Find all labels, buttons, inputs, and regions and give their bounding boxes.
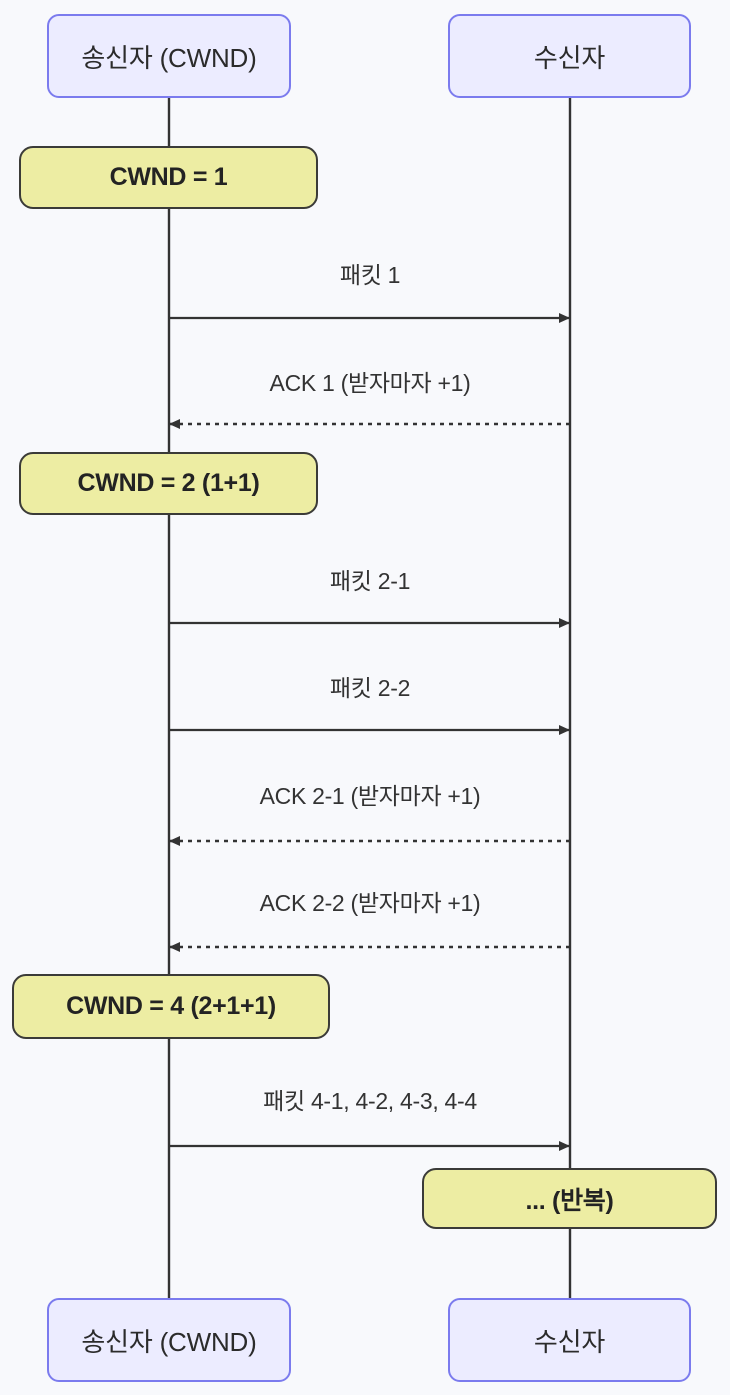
lifelines <box>167 98 572 1298</box>
participant-sender-bottom[interactable]: 송신자 (CWND) <box>47 1298 291 1382</box>
msg-ack-2-2-label: ACK 2-2 (받자마자 +1) <box>259 890 481 916</box>
participant-label: 수신자 <box>533 1326 606 1357</box>
message-arrows <box>169 313 570 1151</box>
msg-ack-1-label: ACK 1 (받자마자 +1) <box>269 370 471 396</box>
note-label: CWND = 4 (2+1+1) <box>66 992 276 1020</box>
participant-label: 송신자 (CWND) <box>81 1326 257 1357</box>
msg-packet-2-1-label: 패킷 2-1 <box>329 568 411 594</box>
participant-label: 송신자 (CWND) <box>81 42 257 73</box>
msg-packet-2-2-label: 패킷 2-2 <box>329 675 411 701</box>
msg-ack-2-1-label: ACK 2-1 (받자마자 +1) <box>259 783 481 809</box>
note-label: CWND = 2 (1+1) <box>77 469 260 497</box>
msg-packet-4-all-label: 패킷 4-1, 4-2, 4-3, 4-4 <box>263 1088 477 1114</box>
participant-receiver-top[interactable]: 수신자 <box>448 14 691 98</box>
note-label: ... (반복) <box>525 1186 614 1215</box>
participant-label: 수신자 <box>533 42 606 73</box>
note-label: CWND = 1 <box>109 163 228 191</box>
note-cwnd-2[interactable]: CWND = 2 (1+1) <box>19 452 318 515</box>
note-cwnd-4[interactable]: CWND = 4 (2+1+1) <box>12 974 330 1039</box>
note-cwnd-1[interactable]: CWND = 1 <box>19 146 318 209</box>
participant-sender-top[interactable]: 송신자 (CWND) <box>47 14 291 98</box>
msg-packet-1-label: 패킷 1 <box>339 262 401 288</box>
note-repeat[interactable]: ... (반복) <box>422 1168 717 1229</box>
participant-receiver-bottom[interactable]: 수신자 <box>448 1298 691 1382</box>
